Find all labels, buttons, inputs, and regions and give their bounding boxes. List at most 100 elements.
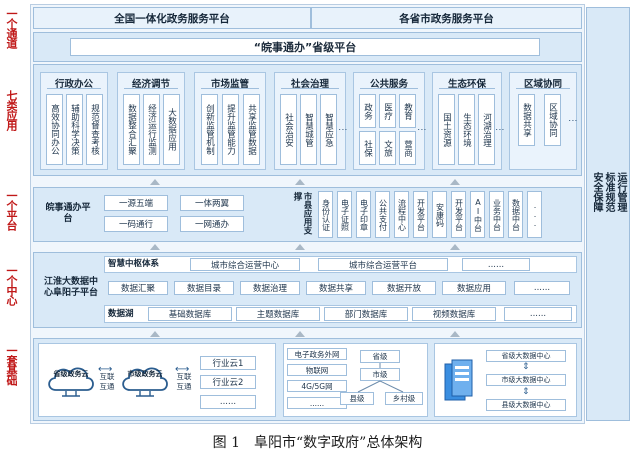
double-arrow-vertical-icon: ⇕ xyxy=(522,387,530,397)
category-item: 智慧应急 xyxy=(320,94,337,165)
category-title: 区域协同 xyxy=(523,79,562,90)
hub-label: 智慧中枢体系 xyxy=(108,259,160,269)
hub-item: 城市综合运营中心 xyxy=(190,258,300,271)
category-title: 社会治理 xyxy=(290,79,329,90)
side-label-channel: 一个通道 xyxy=(5,8,18,48)
level-item: 市级 xyxy=(360,368,400,381)
category-title: 行政办公 xyxy=(54,79,93,90)
platform-service: 一源五端 xyxy=(104,195,168,211)
data-item: 数据目录 xyxy=(174,281,234,295)
category-item: 区域协同 xyxy=(544,94,561,146)
data-item: ...... xyxy=(514,281,570,295)
category-item: 智慧城管 xyxy=(300,94,317,165)
category-title: 经济调节 xyxy=(131,79,170,90)
category-item: 社保 xyxy=(359,131,376,165)
category-regional: 区域协同 数据共享 区域协同 ⋮ xyxy=(509,72,577,170)
more-dots: ⋮ xyxy=(567,115,577,125)
data-item: 数据开放 xyxy=(372,281,436,295)
big-data-center: 市级大数据中心 xyxy=(486,374,566,386)
support-item: AI中台 xyxy=(470,191,485,238)
network-item: 4G/5G网 xyxy=(287,380,347,392)
lake-item: ...... xyxy=(504,307,572,321)
more-dots: ⋮ xyxy=(416,125,426,134)
industry-cloud: ...... xyxy=(200,395,256,409)
divider xyxy=(201,88,259,89)
provincial-city-platforms: 各省市政务服务平台 xyxy=(311,7,582,29)
up-arrow-icon xyxy=(295,179,305,185)
divider xyxy=(281,88,339,89)
up-arrow-icon xyxy=(150,244,160,250)
category-economy: 经济调节 数据整合汇聚 经济运行监测 大数据应用 xyxy=(117,72,185,170)
category-social: 社会治理 社会治安 智慧城管 智慧应急 ⋮ xyxy=(274,72,347,170)
network-item: 物联网 xyxy=(287,364,347,376)
level-item: 省级 xyxy=(360,350,400,363)
platform-name: 皖事通办平台 xyxy=(45,203,91,224)
support-item: 流程中心 xyxy=(394,191,409,238)
category-item: 数据整合汇聚 xyxy=(123,94,140,165)
support-item: 数据中台 xyxy=(508,191,523,238)
cloud-icon xyxy=(122,367,168,397)
double-arrow-icon: ⟷ xyxy=(175,364,190,375)
category-item: 生态环境 xyxy=(458,94,475,165)
lake-item: 部门数据库 xyxy=(324,307,408,321)
security-label: 安全保障 xyxy=(591,172,602,212)
server-icon xyxy=(444,359,473,401)
more-dots: ⋮ xyxy=(494,125,504,134)
category-public-service: 公共服务 政务 医疗 教育 社保 文旅 营商 ⋮ xyxy=(353,72,426,170)
up-arrow-icon xyxy=(450,331,460,337)
divider xyxy=(360,88,418,89)
category-item: 社会治安 xyxy=(280,94,297,165)
side-label-apps: 七类应用 xyxy=(5,90,18,130)
support-item: 业务中台 xyxy=(489,191,504,238)
category-item: 规范督查考核 xyxy=(86,94,103,165)
provincial-cloud-label: 省级政务云 xyxy=(53,370,89,378)
category-item: 营商 xyxy=(399,131,416,165)
double-arrow-vertical-icon: ⇕ xyxy=(522,362,530,372)
support-item: 开发平台 xyxy=(413,191,428,238)
up-arrow-icon xyxy=(450,244,460,250)
platform-service: 一码通行 xyxy=(104,216,168,232)
support-item: 电子证照 xyxy=(337,191,352,238)
up-arrow-icon xyxy=(450,179,460,185)
data-center-name: 江淮大数据中心阜阳子平台 xyxy=(43,277,98,298)
industry-cloud: 行业云2 xyxy=(200,375,256,389)
standards-label: 标准规范 xyxy=(603,172,614,212)
standards-column xyxy=(586,7,630,421)
cloud-icon xyxy=(48,367,94,397)
up-arrow-icon xyxy=(295,331,305,337)
category-title: 市场监管 xyxy=(210,79,249,90)
divider xyxy=(516,88,570,89)
data-item: 数据共享 xyxy=(306,281,366,295)
up-arrow-icon xyxy=(295,244,305,250)
divider xyxy=(439,88,495,89)
city-cloud-label: 市级政务云 xyxy=(127,370,163,378)
side-label-platform: 一个平台 xyxy=(5,190,18,230)
category-market: 市场监管 创新监管机制 提升监管能力 共享监管数据 xyxy=(194,72,266,170)
up-arrow-icon xyxy=(150,331,160,337)
up-arrow-icon xyxy=(150,179,160,185)
category-item: 高效协同办公 xyxy=(46,94,63,165)
big-data-center: 省级大数据中心 xyxy=(486,350,566,362)
level-item: 县级 xyxy=(340,392,374,405)
category-item: 教育 xyxy=(399,94,416,128)
big-data-center: 县级大数据中心 xyxy=(486,399,566,411)
category-title: 公共服务 xyxy=(369,79,408,90)
support-item: 公共支付 xyxy=(375,191,390,238)
lake-item: 基础数据库 xyxy=(148,307,232,321)
industry-cloud: 行业云1 xyxy=(200,356,256,370)
support-item: 身份认证 xyxy=(318,191,333,238)
lake-item: 视频数据库 xyxy=(412,307,496,321)
category-item: 数据共享 xyxy=(518,94,535,146)
provincial-platform-title: “皖事通办”省级平台 xyxy=(70,38,540,56)
support-title: 市县应用支撑 xyxy=(292,192,312,235)
category-item: 辅助科学决策 xyxy=(66,94,83,165)
platform-service: 一体两翼 xyxy=(180,195,244,211)
lake-item: 主题数据库 xyxy=(236,307,320,321)
data-item: 数据应用 xyxy=(442,281,506,295)
network-lines xyxy=(357,363,404,393)
category-item: 大数据应用 xyxy=(163,94,180,165)
category-item: 共享监管数据 xyxy=(243,94,260,165)
category-item: 河湖治理 xyxy=(478,94,495,165)
interconnect-label-2: 互联互通 xyxy=(176,372,192,391)
level-item: 乡村级 xyxy=(385,392,423,405)
